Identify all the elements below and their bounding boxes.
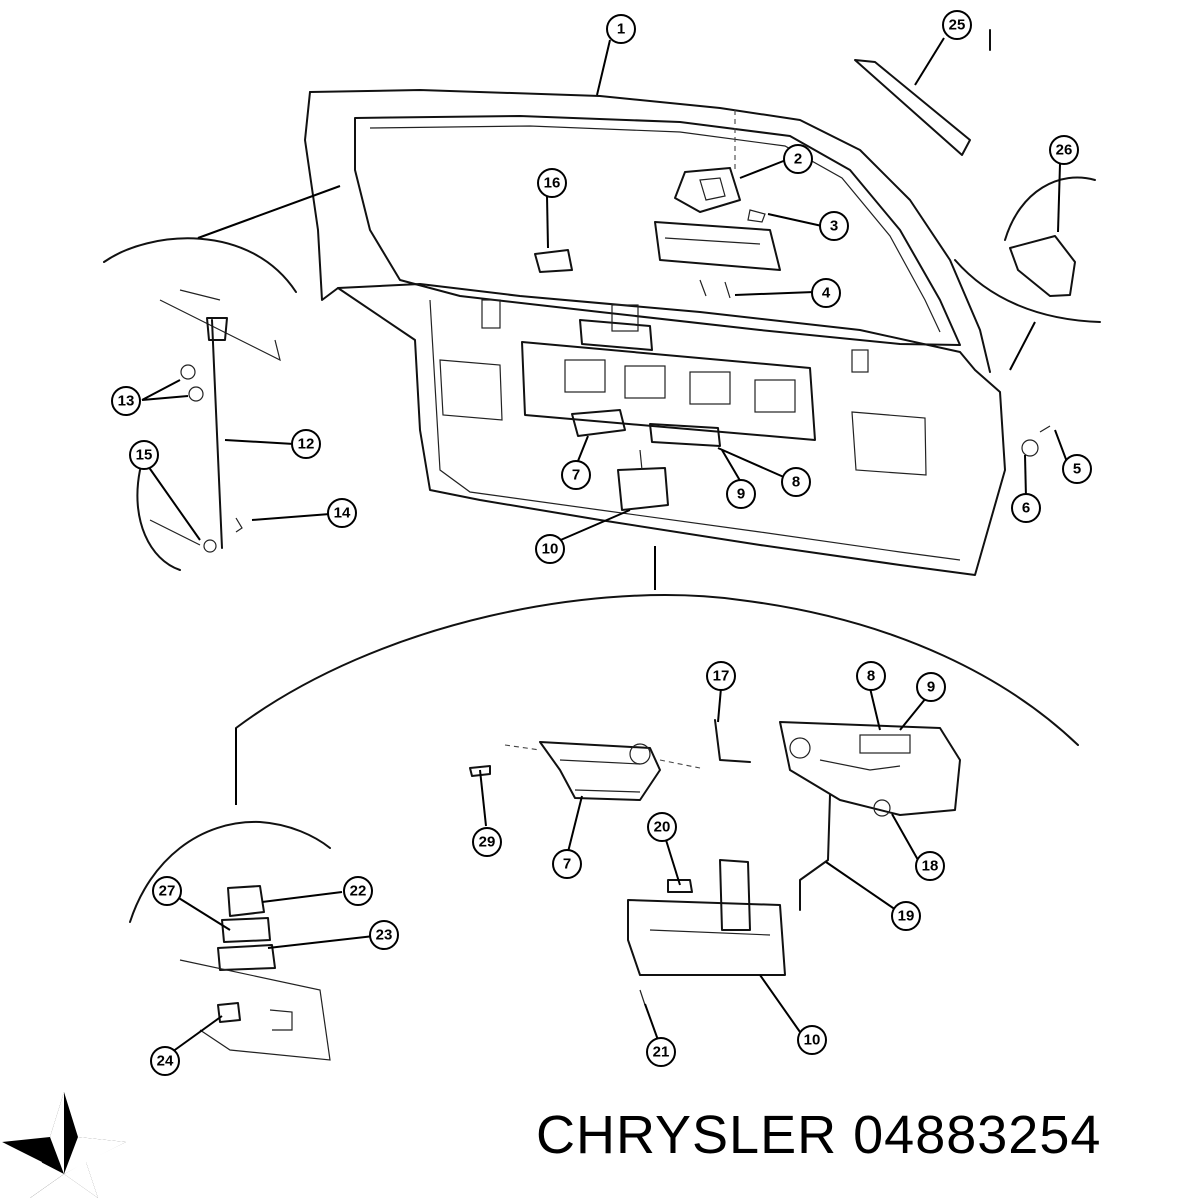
svg-text:8: 8 [867,668,875,685]
callout-bubble: 8 [781,467,811,497]
callout-bubble: 15 [129,440,159,470]
callout-bubble: 6 [1011,493,1041,523]
callout-bubble: 21 [646,1037,676,1067]
svg-text:3: 3 [830,218,838,235]
part-caption: CHRYSLER 04883254 [536,1104,1196,1166]
callout-bubble: 5 [1062,454,1092,484]
svg-text:19: 19 [898,908,915,925]
svg-text:15: 15 [136,447,153,464]
callout-bubble: 4 [811,278,841,308]
callout-bubble: 10 [797,1025,827,1055]
callout-bubble: 10 [535,534,565,564]
callout-bubble: 18 [915,851,945,881]
striker-inset [129,820,331,1061]
svg-text:21: 21 [653,1044,670,1061]
svg-text:24: 24 [157,1053,174,1070]
strut-inset [103,185,341,571]
svg-text:17: 17 [713,668,730,685]
callout-bubble: 19 [891,901,921,931]
svg-text:6: 6 [1022,500,1030,517]
callout-bubble: 16 [537,168,567,198]
callout-bubble: 12 [291,429,321,459]
callout-bubble: 9 [916,672,946,702]
svg-text:23: 23 [376,927,393,944]
callout-bubble: 7 [561,460,591,490]
svg-text:29: 29 [479,834,496,851]
svg-text:13: 13 [118,393,135,410]
svg-text:10: 10 [542,541,559,558]
svg-text:7: 7 [572,467,580,484]
latch-exploded-view [235,594,1079,1006]
svg-text:10: 10 [804,1032,821,1049]
callout-bubble: 8 [856,661,886,691]
callout-bubble: 14 [327,498,357,528]
callout-bubble: 7 [552,849,582,879]
latch-assembly-top [571,409,1051,511]
svg-text:14: 14 [334,505,351,522]
svg-text:25: 25 [949,17,966,34]
svg-text:1: 1 [617,21,625,38]
callout-bubble: 24 [150,1046,180,1076]
callout-bubble: 2 [783,144,813,174]
svg-text:18: 18 [922,858,939,875]
svg-text:9: 9 [927,679,935,696]
weatherstrip-inset [854,29,1101,371]
callout-bubble: 17 [706,661,736,691]
svg-text:8: 8 [792,474,800,491]
liftgate-outline [304,89,1006,576]
pentastar-icon [2,1092,126,1198]
svg-text:12: 12 [298,436,315,453]
svg-text:27: 27 [159,883,176,900]
callout-bubble: 27 [152,876,182,906]
svg-text:20: 20 [654,819,671,836]
callout-bubble: 25 [942,10,972,40]
callout-bubble: 23 [369,920,399,950]
callout-bubble: 9 [726,479,756,509]
callout-bubble: 29 [472,827,502,857]
svg-text:7: 7 [563,856,571,873]
callout-bubble: 1 [606,14,636,44]
callout-bubble: 13 [111,386,141,416]
svg-text:22: 22 [350,883,367,900]
svg-text:5: 5 [1073,461,1081,478]
manufacturer-name: CHRYSLER [536,1105,838,1165]
callout-bubble: 3 [819,211,849,241]
callout-bubble: 26 [1049,135,1079,165]
hinge-assembly [534,110,781,299]
svg-text:16: 16 [544,175,561,192]
svg-text:26: 26 [1056,142,1073,159]
svg-text:4: 4 [822,285,831,302]
svg-text:2: 2 [794,151,802,168]
svg-text:9: 9 [737,486,745,503]
part-number: 04883254 [853,1105,1102,1165]
callout-bubble: 22 [343,876,373,906]
callout-bubble: 20 [647,812,677,842]
leader-lines [141,37,1071,1053]
